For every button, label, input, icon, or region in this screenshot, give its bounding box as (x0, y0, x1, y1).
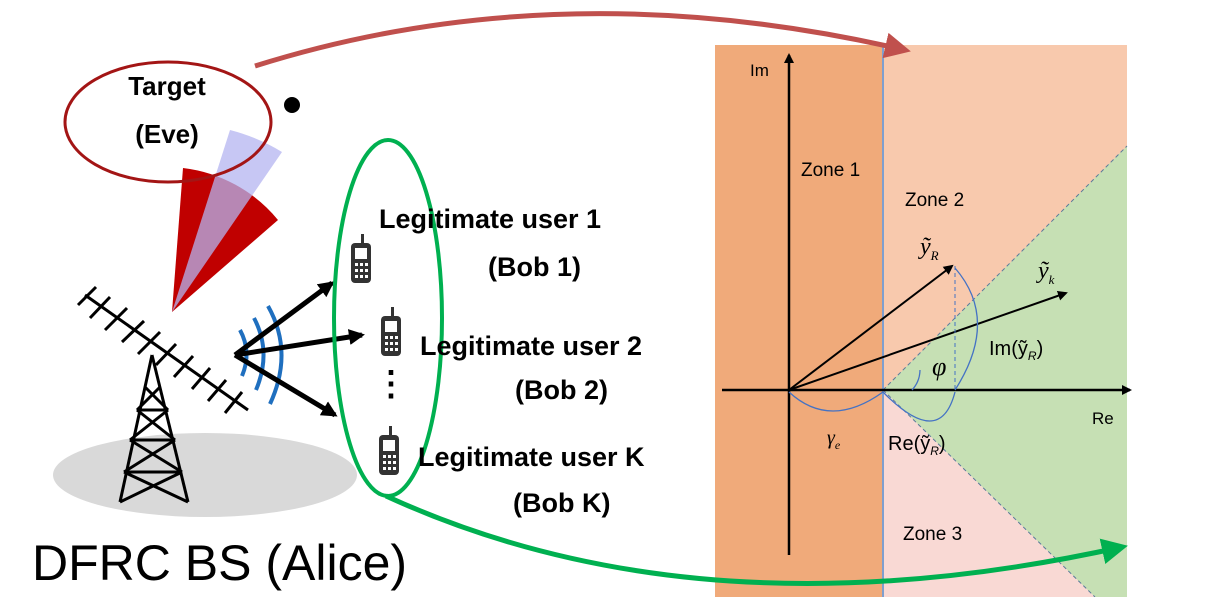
userK-sublabel: (Bob K) (513, 488, 610, 518)
boundary-lower (882, 389, 1096, 597)
target-label: Target (128, 71, 206, 101)
eve-label: (Eve) (135, 119, 199, 149)
label-gamma: γe (827, 427, 841, 452)
phone-icon (381, 307, 401, 356)
radar-beam-blue (172, 130, 282, 312)
user2-sublabel: (Bob 2) (515, 375, 608, 405)
user1-sublabel: (Bob 1) (488, 252, 581, 282)
bs-tower-icon (76, 285, 249, 504)
label-re-yR: Re(ỹR) (888, 433, 946, 458)
userK-label: Legitimate user K (418, 442, 645, 472)
phone-icon (379, 426, 399, 475)
user2-label: Legitimate user 2 (420, 331, 642, 361)
vector-yR (788, 264, 954, 391)
axis-re-label: Re (1092, 409, 1114, 428)
zone1-label: Zone 1 (801, 160, 860, 181)
radar-beam-red (172, 168, 278, 312)
right-panel: Im Re Zone 1 Zone 2 Zone 3 ỹR ỹk φ Im(ỹR… (715, 45, 1132, 597)
label-phi: φ (932, 352, 946, 381)
green-connector-arrow (384, 493, 1128, 586)
users-ellipsis: ⋮ (374, 365, 408, 403)
red-connector-arrow (254, 11, 911, 69)
user1-label: Legitimate user 1 (379, 204, 601, 234)
phone-icon (351, 234, 371, 283)
label-im-yR: Im(ỹR) (989, 338, 1043, 363)
beam-arrow-user1 (233, 280, 335, 358)
zone3-label: Zone 3 (903, 524, 962, 545)
beam-arrow-userK (233, 352, 338, 418)
im-arc (954, 267, 979, 391)
green-region (883, 146, 1127, 597)
left-panel: Target (Eve) (32, 60, 645, 591)
label-yk: ỹk (1036, 258, 1055, 287)
target-ellipse (63, 60, 273, 184)
bs-label: DFRC BS (Alice) (32, 535, 407, 591)
vector-yk (788, 290, 1068, 391)
target-dot (284, 97, 300, 113)
axis-im-label: Im (750, 61, 769, 80)
gamma-arc (788, 391, 884, 412)
phi-arc (911, 369, 921, 391)
re-arc (882, 391, 956, 422)
zone1-region (715, 45, 883, 597)
beam-arrow-user2 (234, 329, 365, 358)
ground-shadow (53, 433, 357, 517)
zone2-label: Zone 2 (905, 190, 964, 211)
label-yR: ỹR (918, 234, 939, 263)
boundary-upper (882, 145, 1128, 391)
